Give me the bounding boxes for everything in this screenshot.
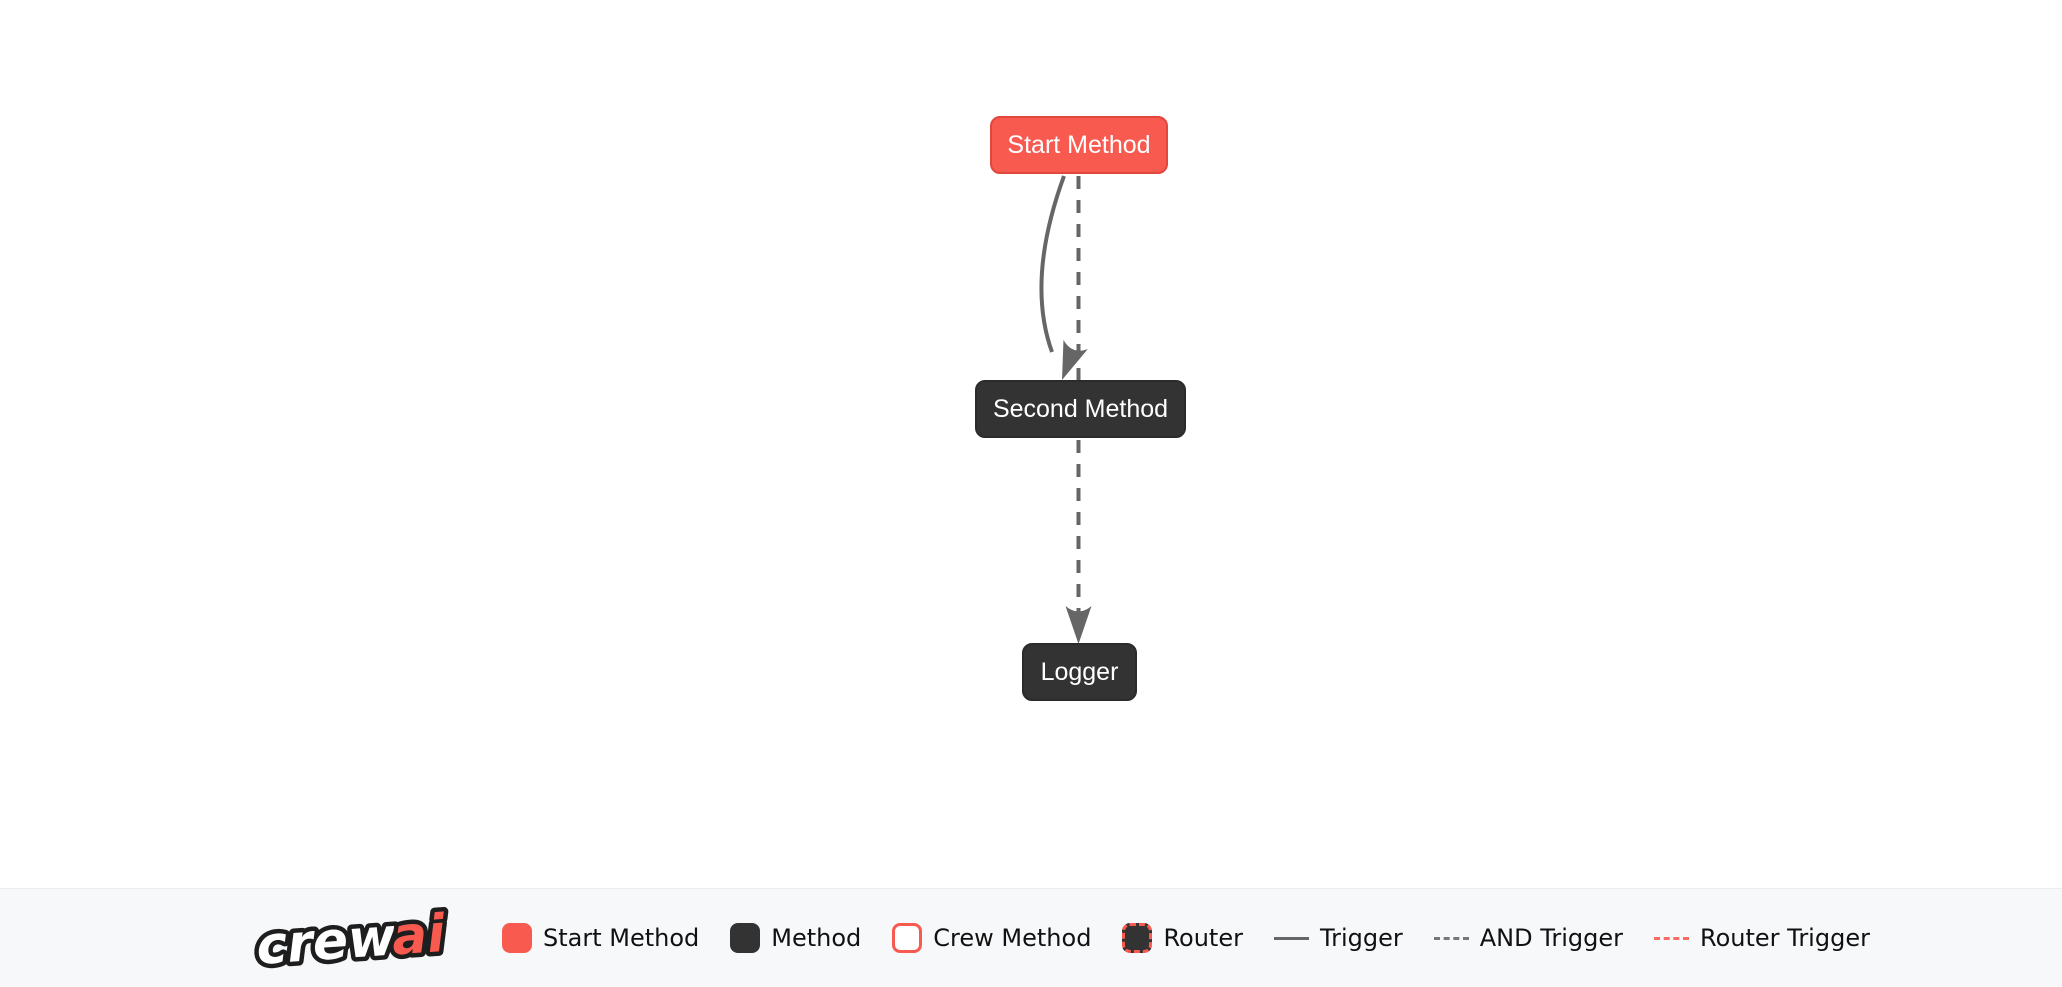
node-start-method[interactable]: Start Method <box>990 116 1168 174</box>
and-trigger-line-icon <box>1433 936 1469 940</box>
edge-trigger-line <box>1039 175 1066 353</box>
legend-footer: crew ai Start Method Method Crew Method … <box>0 888 2062 987</box>
node-second-method[interactable]: Second Method <box>975 380 1186 438</box>
legend-item-start-method: Start Method <box>502 923 699 953</box>
legend-item-method: Method <box>730 923 861 953</box>
legend-item-and-trigger: AND Trigger <box>1433 924 1624 952</box>
trigger-line-icon <box>1273 936 1309 940</box>
start-method-swatch-icon <box>502 923 532 953</box>
crew-method-swatch-icon <box>892 923 923 953</box>
legend-label-start-method: Start Method <box>543 924 700 952</box>
edge-and-trigger-arrowhead <box>1065 606 1092 644</box>
legend-item-router: Router <box>1122 923 1243 953</box>
legend-label-router-trigger: Router Trigger <box>1700 924 1870 952</box>
legend-label-and-trigger: AND Trigger <box>1479 924 1624 952</box>
edge-trigger-arrowhead <box>1062 339 1088 380</box>
legend-label-method: Method <box>771 924 862 952</box>
legend-label-router: Router <box>1163 924 1243 952</box>
legend-item-trigger: Trigger <box>1273 924 1403 952</box>
router-trigger-line-icon <box>1654 936 1690 940</box>
router-swatch-icon <box>1122 923 1153 953</box>
legend-label-trigger: Trigger <box>1319 924 1403 952</box>
legend-item-router-trigger: Router Trigger <box>1654 924 1870 952</box>
legend: Start Method Method Crew Method Router T… <box>502 923 1870 953</box>
flow-canvas[interactable]: Start Method Second Method Logger <box>0 0 2062 888</box>
method-swatch-icon <box>730 923 761 953</box>
legend-label-crew-method: Crew Method <box>933 924 1092 952</box>
legend-item-crew-method: Crew Method <box>892 923 1091 953</box>
crewai-logo: crew ai <box>250 899 453 979</box>
logo-text-crew: crew <box>254 907 399 977</box>
logo-text-ai: ai <box>390 904 448 968</box>
node-logger[interactable]: Logger <box>1022 643 1137 701</box>
